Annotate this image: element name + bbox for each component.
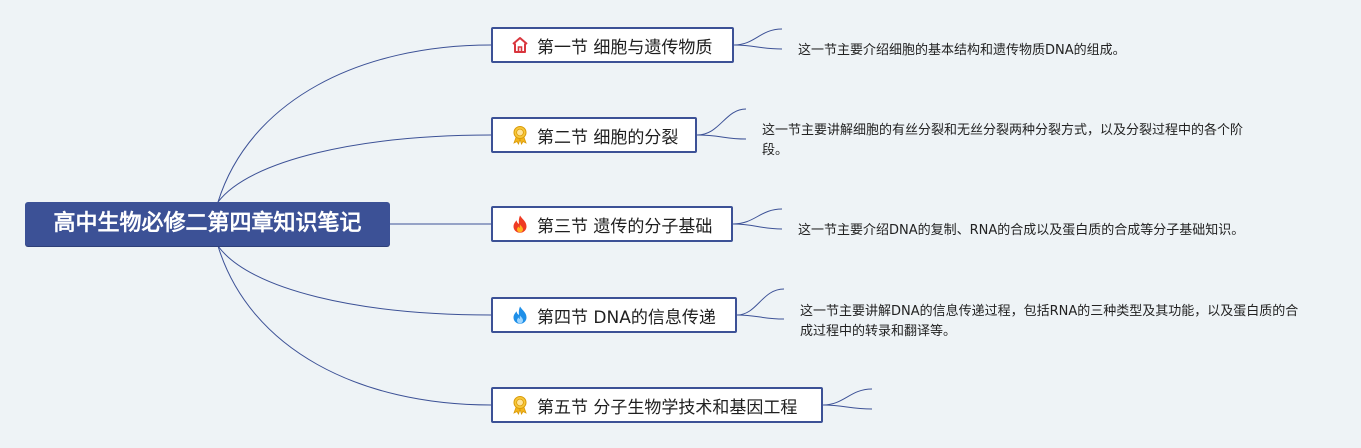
note-section-3[interactable]: 这一节主要介绍DNA的复制、RNA的合成以及蛋白质的合成等分子基础知识。 (798, 223, 1245, 238)
topic-section-1-label: 第一节 细胞与遗传物质 (537, 37, 713, 58)
topic-section-3-label: 第三节 遗传的分子基础 (537, 216, 713, 237)
topic-section-2-label: 第二节 细胞的分裂 (537, 127, 679, 148)
fire-icon (513, 215, 527, 233)
branch-line-2 (217, 134, 492, 203)
note-section-1[interactable]: 这一节主要介绍细胞的基本结构和遗传物质DNA的组成。 (798, 43, 1126, 58)
note-bracket-5 (822, 388, 873, 410)
note-section-4[interactable]: 这一节主要讲解DNA的信息传递过程，包括RNA的三种类型及其功能，以及蛋白质的合… (800, 304, 1299, 339)
topic-section-2[interactable]: 第二节 细胞的分裂 (491, 117, 697, 153)
note-bracket-3 (732, 208, 783, 230)
topic-section-4[interactable]: 第四节 DNA的信息传递 (491, 297, 737, 333)
home-icon (512, 37, 528, 53)
topic-section-4-label: 第四节 DNA的信息传递 (537, 307, 716, 328)
branch-line-4 (217, 245, 492, 316)
note-section-2[interactable]: 这一节主要讲解细胞的有丝分裂和无丝分裂两种分裂方式，以及分裂过程中的各个阶段。 (762, 123, 1244, 158)
topic-section-1[interactable]: 第一节 细胞与遗传物质 (491, 27, 734, 63)
note-bracket-1 (733, 28, 783, 50)
note-bracket-2 (696, 108, 747, 140)
award-ribbon-icon (513, 126, 527, 145)
central-topic[interactable]: 高中生物必修二第四章知识笔记 (25, 202, 390, 246)
branch-line-1 (217, 44, 492, 203)
topic-section-3[interactable]: 第三节 遗传的分子基础 (491, 206, 733, 242)
award-ribbon-icon (513, 396, 527, 415)
blue-flame-icon (513, 306, 527, 324)
topic-section-5-label: 第五节 分子生物学技术和基因工程 (537, 397, 798, 418)
topic-section-5[interactable]: 第五节 分子生物学技术和基因工程 (491, 387, 823, 423)
note-bracket-4 (736, 288, 785, 320)
branch-line-5 (217, 245, 492, 406)
